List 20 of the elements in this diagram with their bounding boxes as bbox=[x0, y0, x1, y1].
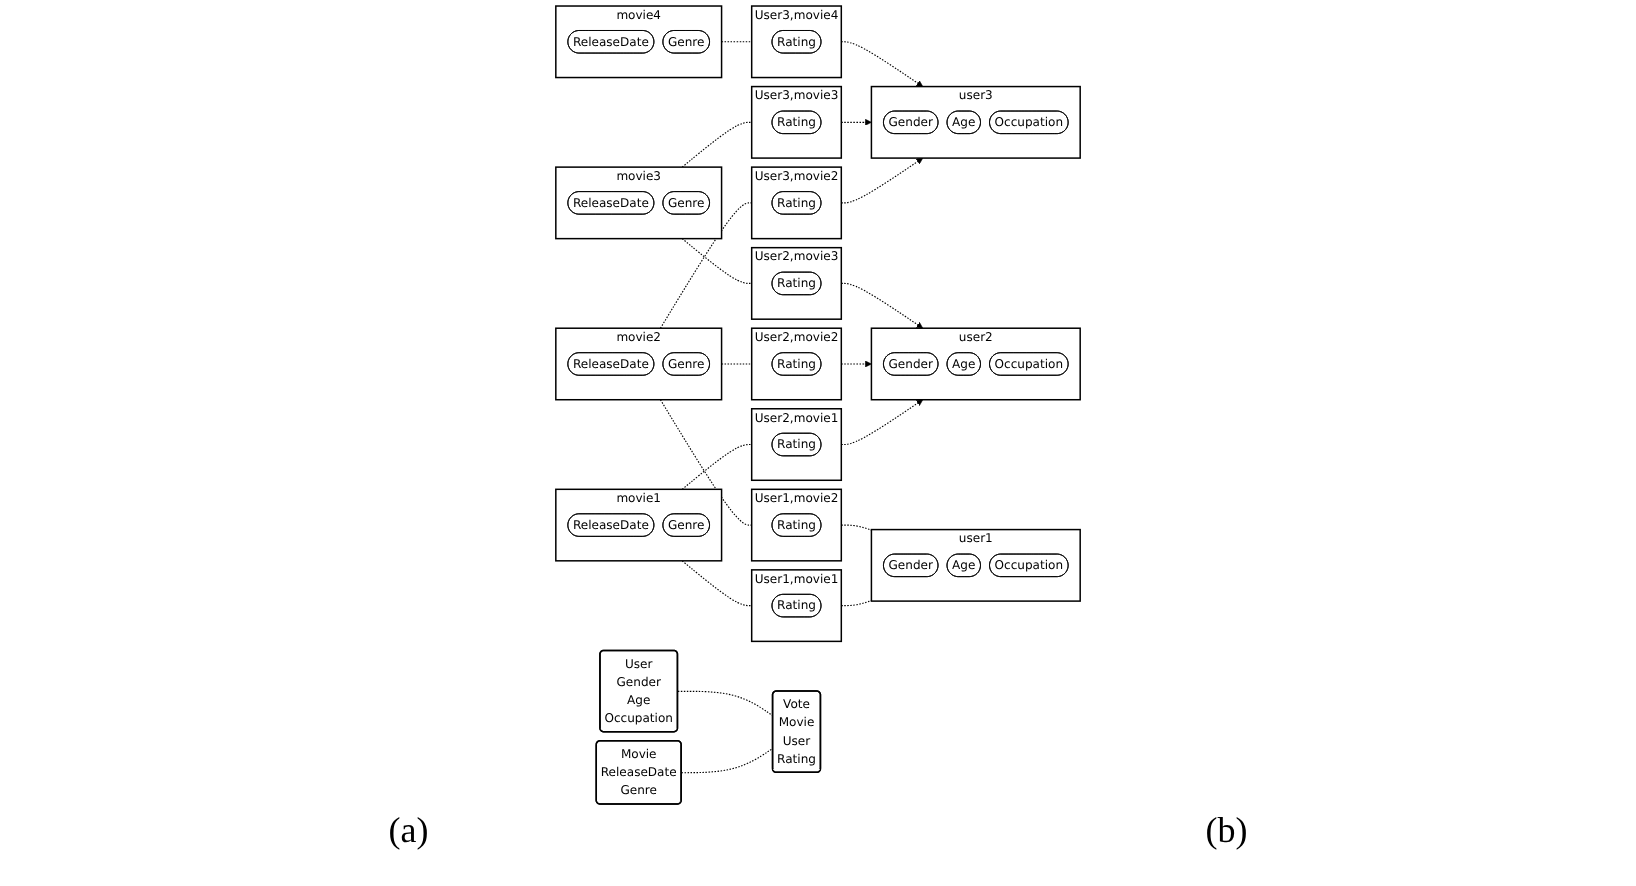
connector bbox=[677, 690, 774, 717]
connector bbox=[840, 524, 872, 531]
panel-label: (a) bbox=[388, 810, 429, 852]
connector bbox=[681, 238, 753, 284]
connector bbox=[659, 202, 753, 329]
connector bbox=[840, 599, 872, 607]
connector bbox=[681, 121, 753, 168]
connector bbox=[721, 363, 753, 365]
connector bbox=[681, 443, 753, 490]
arrow bbox=[840, 282, 924, 329]
panel-label: (b) bbox=[1205, 810, 1248, 852]
connector bbox=[659, 399, 753, 526]
arrow bbox=[840, 119, 872, 126]
arrow bbox=[840, 360, 872, 368]
arrow bbox=[840, 399, 924, 446]
arrow bbox=[840, 157, 924, 204]
arrow bbox=[840, 41, 924, 87]
connector bbox=[680, 747, 774, 774]
connector bbox=[681, 560, 753, 607]
connector bbox=[721, 41, 753, 43]
